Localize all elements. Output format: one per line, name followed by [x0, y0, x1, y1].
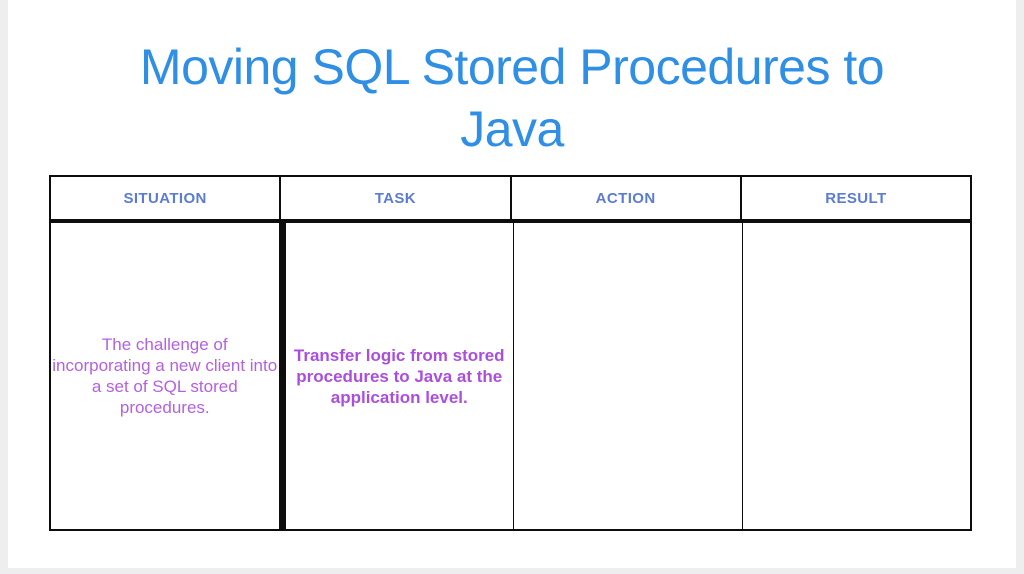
slide-title: Moving SQL Stored Procedures to Java: [8, 36, 1016, 160]
star-method-table: SITUATION TASK ACTION RESULT The challen…: [49, 175, 972, 531]
cell-task: Transfer logic from stored procedures to…: [280, 223, 514, 529]
situation-text-line: a set of SQL stored: [91, 377, 238, 396]
column-header-result: RESULT: [825, 189, 887, 207]
cell-action: [514, 223, 743, 529]
task-text-line: Transfer logic from stored: [293, 345, 505, 365]
cell-situation: The challenge of incorporating a new cli…: [51, 223, 281, 529]
situation-text-line: The challenge of: [101, 335, 228, 354]
column-header-action: ACTION: [512, 177, 742, 219]
task-text-line: procedures to Java at the: [296, 366, 503, 386]
slide-title-line-2: Java: [460, 100, 564, 157]
table-header-row: SITUATION TASK ACTION RESULT: [51, 177, 970, 223]
column-header-task: TASK: [281, 177, 512, 219]
column-header-situation: SITUATION: [51, 177, 282, 219]
slide-canvas: Moving SQL Stored Procedures to Java SIT…: [8, 0, 1016, 568]
slide-title-line-1: Moving SQL Stored Procedures to: [139, 38, 885, 95]
cell-result: [743, 223, 971, 529]
table-body-row: The challenge of incorporating a new cli…: [51, 223, 970, 529]
situation-text-line: procedures.: [119, 398, 210, 417]
task-text-line: application level.: [330, 387, 468, 407]
situation-text-line: incorporating a new client into: [52, 356, 278, 375]
